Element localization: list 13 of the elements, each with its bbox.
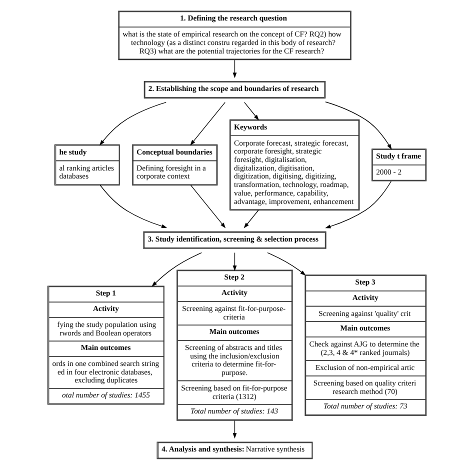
arrow: [232, 420, 237, 439]
arrow: [244, 210, 259, 228]
arrow: [267, 252, 306, 276]
arrow: [190, 184, 226, 228]
arrow: [232, 252, 237, 272]
arrow: [325, 102, 392, 150]
arrow: [325, 180, 392, 228]
arrow: [232, 60, 237, 78]
arrow: [152, 252, 202, 287]
arrow: [190, 102, 226, 146]
arrow: [100, 184, 168, 228]
arrow: [99, 102, 166, 146]
arrow: [244, 102, 259, 120]
